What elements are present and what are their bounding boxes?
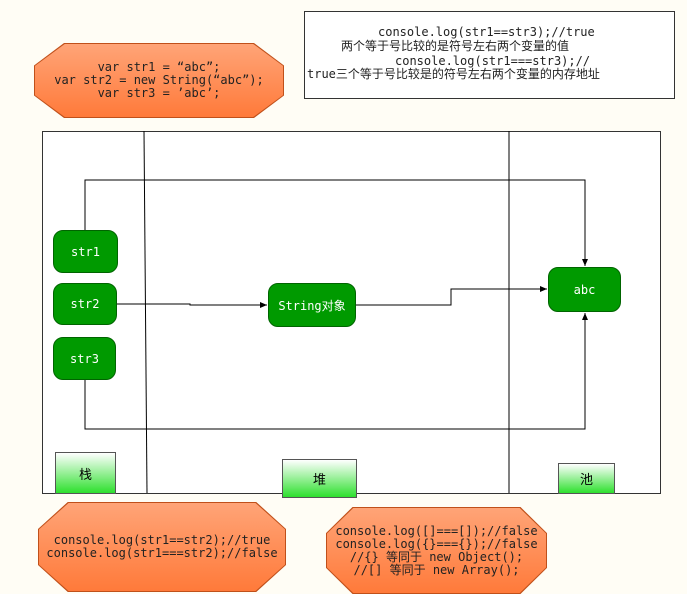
comparison-note: console.log(str1==str3);//true 两个等于号比较的是…	[304, 11, 675, 99]
node-str2: str2	[53, 283, 117, 325]
object-note-line-2: console.log({}==={});//false	[335, 536, 538, 551]
comparison-note-line-1: console.log(str1==str3);//true	[378, 25, 595, 39]
node-abc: abc	[548, 267, 621, 312]
str1-to-abc-arrow	[84, 179, 588, 266]
str2-to-string-object-arrow	[117, 302, 267, 308]
declaration-line-2: var str2 = new String(“abc”);	[54, 73, 264, 87]
object-note-line-1: console.log([]===[]);//false	[335, 523, 538, 538]
stack-heap-divider	[143, 130, 148, 494]
object-note-line-4: //[] 等同于 new Array();	[353, 562, 520, 577]
object-note-callout: console.log([]===[]);//false console.log…	[327, 508, 546, 593]
str2-note-callout: console.log(str1==str2);//true console.l…	[39, 503, 285, 591]
string-object-to-abc-arrow	[356, 286, 547, 306]
comparison-note-line-3: console.log(str1===str3);//	[395, 54, 591, 68]
comparison-note-line-4: true三个等于号比较是的符号左右两个变量的内存地址	[307, 67, 600, 81]
object-note-line-3: //{} 等同于 new Object();	[349, 549, 524, 564]
declarations-callout: var str1 = “abc”; var str2 = new String(…	[35, 44, 283, 117]
str2-note-line-1: console.log(str1==str2);//true	[53, 533, 271, 547]
comparison-note-line-2: 两个等于号比较的是符号左右两个变量的值	[341, 39, 570, 53]
str3-to-abc-arrow	[84, 313, 588, 430]
node-string-object: String对象	[268, 283, 356, 327]
zone-label-pool: 池	[558, 463, 615, 494]
zone-label-stack: 栈	[55, 452, 116, 494]
str2-note-line-2: console.log(str1===str2);//false	[46, 546, 278, 560]
declaration-line-3: var str3 = ’abc’;	[97, 86, 221, 100]
zone-label-heap: 堆	[282, 459, 357, 498]
node-str1: str1	[53, 230, 118, 273]
declaration-line-1: var str1 = “abc”;	[97, 60, 221, 74]
node-str3: str3	[53, 337, 116, 380]
